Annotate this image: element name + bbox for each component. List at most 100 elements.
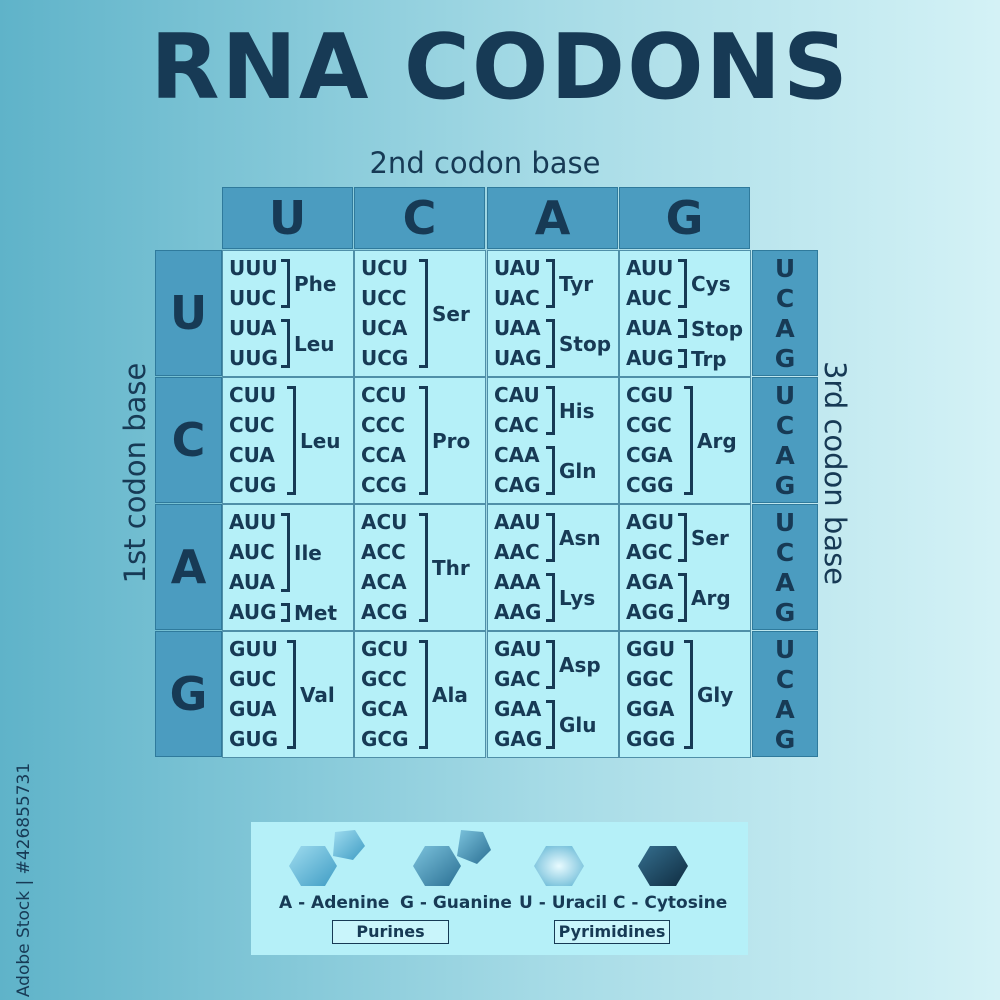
codon-text: CUU xyxy=(229,383,277,407)
codon-text: GCU xyxy=(361,637,409,661)
codon-group-bracket xyxy=(684,640,693,749)
codon-text: GGU xyxy=(626,637,676,661)
codon-text: UCC xyxy=(361,286,407,310)
codon-group-bracket xyxy=(546,573,555,622)
codon-group-bracket xyxy=(678,349,687,368)
codon-group-bracket xyxy=(546,386,555,435)
third-base-a: A xyxy=(775,441,795,470)
codon-text: UAC xyxy=(494,286,540,310)
first-base-header-a: A xyxy=(155,504,222,630)
third-base-column-row-c: U C A G xyxy=(752,377,818,503)
amino-acid-label: Met xyxy=(294,600,338,625)
third-base-u: U xyxy=(774,254,796,283)
codon-text: UCA xyxy=(361,316,408,340)
third-base-column-row-u: U C A G xyxy=(752,250,818,376)
codon-text: AUG xyxy=(626,346,674,370)
codon-text: UAU xyxy=(494,256,541,280)
codon-text: CAC xyxy=(494,413,539,437)
codon-group-bracket xyxy=(546,700,555,749)
codon-text: AUC xyxy=(229,540,275,564)
codon-group-bracket xyxy=(419,640,428,749)
codon-text: UAA xyxy=(494,316,541,340)
codon-text: AUA xyxy=(229,570,275,594)
amino-acid-label: Ser xyxy=(432,301,470,326)
codon-text: CCC xyxy=(361,413,406,437)
second-base-header-u: U xyxy=(222,187,353,249)
third-base-g: G xyxy=(774,598,796,627)
codon-text: GGC xyxy=(626,667,674,691)
codon-text: CGU xyxy=(626,383,674,407)
codon-group-bracket xyxy=(546,259,555,308)
codon-group-bracket xyxy=(287,640,296,749)
codon-group-bracket xyxy=(281,259,290,308)
amino-acid-label: Gln xyxy=(559,458,597,483)
codon-text: ACC xyxy=(361,540,406,564)
first-base-header-c: C xyxy=(155,377,222,503)
codon-text: AUC xyxy=(626,286,672,310)
codon-text: GUG xyxy=(229,727,279,751)
codon-group-bracket xyxy=(419,259,428,368)
codon-group-bracket xyxy=(281,603,290,622)
third-base-c: C xyxy=(775,665,795,694)
amino-acid-label: Glu xyxy=(559,712,597,737)
amino-acid-label: Leu xyxy=(300,428,341,453)
codon-group-bracket xyxy=(678,319,687,338)
codon-text: GUC xyxy=(229,667,277,691)
codon-group-bracket xyxy=(678,513,687,562)
third-base-g: G xyxy=(774,344,796,373)
codon-text: UAG xyxy=(494,346,542,370)
codon-text: GAC xyxy=(494,667,541,691)
codon-group-bracket xyxy=(287,386,296,495)
codon-group-bracket xyxy=(678,259,687,308)
codon-text: AGG xyxy=(626,600,675,624)
third-base-column-row-g: U C A G xyxy=(752,631,818,757)
third-base-g: G xyxy=(774,471,796,500)
codon-text: AGU xyxy=(626,510,675,534)
amino-acid-label: Thr xyxy=(432,555,470,580)
codon-text: CUC xyxy=(229,413,275,437)
codon-text: CGC xyxy=(626,413,672,437)
first-codon-base-label: 1st codon base xyxy=(118,362,152,584)
nucleobase-legend: A - Adenine G - Guanine U - Uracil C - C… xyxy=(251,822,748,955)
amino-acid-label: Ser xyxy=(691,525,729,550)
codon-text: GGA xyxy=(626,697,675,721)
third-base-u: U xyxy=(774,381,796,410)
codon-text: AUA xyxy=(626,316,672,340)
codon-text: CCA xyxy=(361,443,406,467)
codon-text: GGG xyxy=(626,727,676,751)
amino-acid-label: Cys xyxy=(691,271,731,296)
codon-text: AAU xyxy=(494,510,541,534)
codon-text: CUA xyxy=(229,443,275,467)
stock-credit: Adobe Stock | #426855731 xyxy=(14,762,34,998)
codon-text: AGC xyxy=(626,540,673,564)
amino-acid-label: Arg xyxy=(691,585,731,610)
codon-text: ACG xyxy=(361,600,408,624)
third-base-u: U xyxy=(774,508,796,537)
pyrimidines-group-label: Pyrimidines xyxy=(554,920,670,944)
amino-acid-label: Pro xyxy=(432,428,471,453)
first-base-header-u: U xyxy=(155,250,222,376)
amino-acid-label: Phe xyxy=(294,271,337,296)
purines-group-label: Purines xyxy=(332,920,449,944)
codon-text: CAA xyxy=(494,443,540,467)
codon-text: CCU xyxy=(361,383,407,407)
codon-text: CCG xyxy=(361,473,407,497)
amino-acid-label: Asp xyxy=(559,652,601,677)
uracil-hexagon-icon xyxy=(534,846,584,886)
codon-text: CGA xyxy=(626,443,673,467)
codon-text: GAU xyxy=(494,637,542,661)
amino-acid-label: Ile xyxy=(294,540,322,565)
codon-text: UUC xyxy=(229,286,277,310)
amino-acid-label: Trp xyxy=(691,346,727,371)
codon-group-bracket xyxy=(546,319,555,368)
codon-group-bracket xyxy=(281,513,290,592)
